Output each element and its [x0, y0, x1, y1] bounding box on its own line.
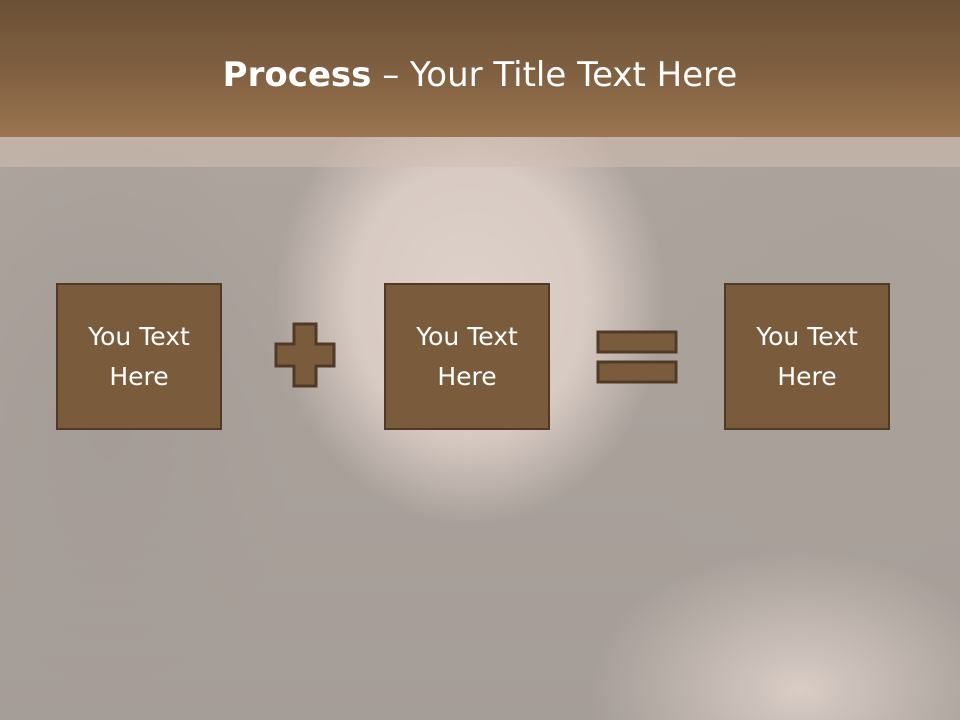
box-line-1: You Text [88, 321, 190, 351]
title-bar [0, 0, 960, 137]
equals-icon [596, 330, 678, 384]
process-box-text: You Text Here [88, 317, 190, 397]
process-box-text: You Text Here [756, 317, 858, 397]
plus-icon [274, 322, 336, 388]
box-line-2: Here [109, 361, 169, 391]
slide-title: Process – Your Title Text Here [0, 52, 960, 98]
process-box-1[interactable]: You Text Here [56, 283, 222, 430]
box-line-1: You Text [416, 321, 518, 351]
title-strip [0, 137, 960, 167]
title-bold: Process [222, 55, 372, 95]
box-line-1: You Text [756, 321, 858, 351]
box-line-2: Here [437, 361, 497, 391]
box-line-2: Here [777, 361, 837, 391]
process-box-2[interactable]: You Text Here [384, 283, 550, 430]
title-rest: Your Title Text Here [410, 55, 738, 95]
process-box-3[interactable]: You Text Here [724, 283, 890, 430]
title-dash: – [371, 55, 411, 95]
process-box-text: You Text Here [416, 317, 518, 397]
